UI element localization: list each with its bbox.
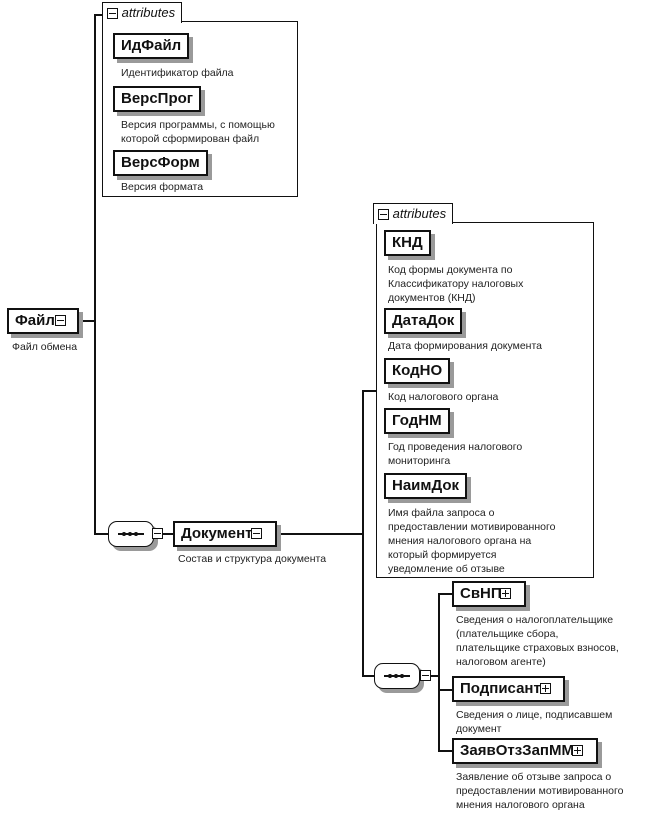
attribute-desc: Код налогового органа [388, 391, 499, 403]
connector [163, 533, 173, 535]
expand-icon[interactable] [572, 745, 583, 756]
attribute-node[interactable]: КодНО [384, 358, 451, 384]
connector [67, 320, 95, 322]
connector [94, 14, 102, 16]
connector [430, 675, 438, 677]
connector [94, 533, 108, 535]
collapse-icon[interactable] [420, 670, 431, 681]
child-element-label: ЗаявОтзЗапММ [460, 742, 574, 759]
attribute-desc: Идентификатор файла [121, 67, 234, 79]
root-element-label: Файл [15, 312, 55, 329]
document-element-label: Документ [181, 525, 253, 542]
connector [362, 390, 376, 392]
collapse-icon[interactable] [251, 528, 262, 539]
connector [362, 390, 364, 676]
collapse-icon[interactable] [378, 209, 389, 221]
collapse-icon[interactable] [55, 315, 66, 326]
child-element-label: Подписант [460, 680, 541, 697]
document-attributes-group [376, 222, 594, 578]
child-element-label: СвНП [460, 585, 502, 602]
child-element-desc: Сведения о налогоплательщике(плательщике… [456, 614, 619, 668]
collapse-icon[interactable] [152, 528, 163, 539]
connector [438, 593, 452, 595]
sequence-compositor-icon[interactable] [108, 521, 154, 547]
attribute-desc: Версия формата [121, 181, 204, 193]
root-attributes-tab[interactable]: attributes [102, 2, 183, 23]
root-element-node[interactable]: Файл [7, 308, 79, 334]
document-element-node[interactable]: Документ [173, 521, 277, 547]
sequence-dot [400, 673, 404, 678]
sequence-dot [134, 531, 138, 536]
connector [438, 689, 452, 691]
connector [438, 750, 452, 752]
root-element-desc: Файл обмена [12, 341, 78, 353]
connector [362, 675, 374, 677]
document-attributes-tab[interactable]: attributes [373, 203, 454, 224]
attribute-node[interactable]: ВерсПрог [113, 86, 202, 112]
child-element-node[interactable]: ЗаявОтзЗапММ [452, 738, 598, 764]
attributes-label: attributes [392, 206, 447, 221]
attributes-label: attributes [121, 5, 176, 20]
attribute-node[interactable]: ГодНМ [384, 408, 450, 434]
expand-icon[interactable] [540, 683, 551, 694]
document-element-desc: Состав и структура документа [178, 553, 327, 565]
attribute-node[interactable]: ИдФайл [113, 33, 190, 59]
attribute-node[interactable]: НаимДок [384, 473, 468, 499]
connector [438, 593, 440, 750]
sequence-dot [122, 531, 126, 536]
sequence-dot [388, 673, 392, 678]
collapse-icon[interactable] [107, 8, 118, 20]
attribute-node[interactable]: ДатаДок [384, 308, 463, 334]
attribute-node[interactable]: КНД [384, 230, 431, 256]
sequence-dot [128, 531, 132, 536]
child-element-node[interactable]: СвНП [452, 581, 526, 607]
sequence-compositor-icon[interactable] [374, 663, 420, 689]
connector [94, 14, 96, 534]
sequence-dot [394, 673, 398, 678]
attribute-desc: Дата формирования документа [388, 340, 543, 352]
attribute-node[interactable]: ВерсФорм [113, 150, 208, 176]
connector [263, 533, 363, 535]
expand-icon[interactable] [500, 588, 511, 599]
